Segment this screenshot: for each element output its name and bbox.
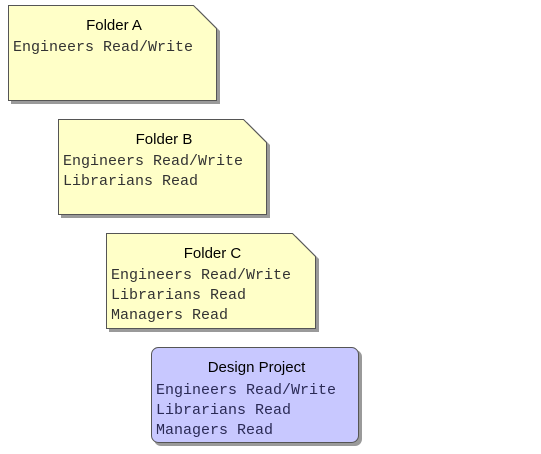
folder-a-title: Folder A: [86, 17, 142, 34]
folder-c-note-shape: [106, 233, 316, 329]
folder-b-node: Folder B Engineers Read/Write Librarians…: [58, 119, 270, 218]
folder-b-permission-2: Librarians Read: [63, 173, 199, 190]
folder-c-permission-1: Engineers Read/Write: [111, 267, 292, 284]
folder-a-permissions: Engineers Read/Write: [13, 38, 220, 58]
folder-a-permission-1: Engineers Read/Write: [13, 39, 194, 56]
design-project-permissions: Engineers Read/Write Librarians Read Man…: [156, 381, 362, 441]
folder-a-shape: [8, 5, 220, 104]
design-project-permission-3: Managers Read: [156, 422, 274, 439]
folder-c-permissions: Engineers Read/Write Librarians Read Man…: [111, 266, 319, 326]
folder-a-note-shape: [8, 5, 217, 101]
design-project-node: Design Project Engineers Read/Write Libr…: [151, 347, 362, 446]
folder-b-shape: [58, 119, 270, 218]
design-project-shape: [151, 347, 362, 446]
folder-b-title: Folder B: [135, 131, 193, 148]
folder-c-title: Folder C: [183, 245, 242, 262]
folder-c-node: Folder C Engineers Read/Write Librarians…: [106, 233, 319, 332]
folder-c-shape: [106, 233, 319, 332]
design-project-permission-1: Engineers Read/Write: [156, 382, 337, 399]
design-project-title: Design Project: [207, 359, 306, 376]
folder-b-note-shape: [58, 119, 267, 215]
folder-c-permission-2: Librarians Read: [111, 287, 247, 304]
folder-a-node: Folder A Engineers Read/Write: [8, 5, 220, 104]
design-project-box: [151, 347, 359, 443]
folder-b-permissions: Engineers Read/Write Librarians Read: [63, 152, 270, 192]
folder-b-permission-1: Engineers Read/Write: [63, 153, 244, 170]
folder-c-permission-3: Managers Read: [111, 307, 229, 324]
design-project-permission-2: Librarians Read: [156, 402, 292, 419]
